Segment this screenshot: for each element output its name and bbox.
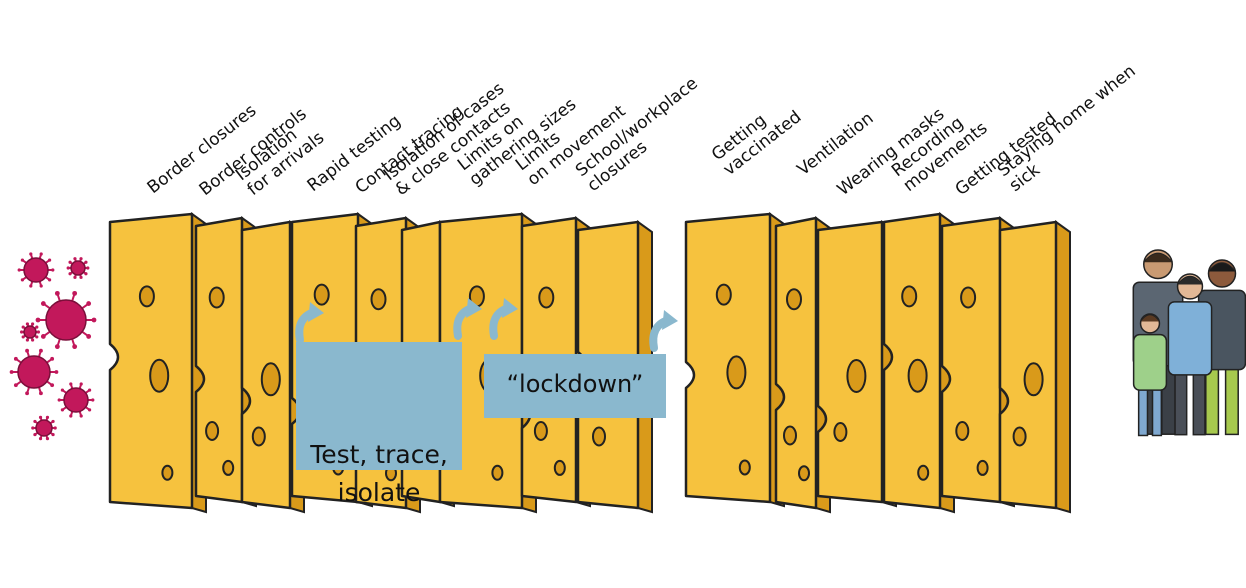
virus-icon bbox=[18, 252, 55, 287]
curved-arrow-icon bbox=[653, 310, 678, 348]
virus-cluster bbox=[10, 252, 97, 440]
callout-lockdown-text: “lockdown” bbox=[484, 367, 666, 401]
virus-icon bbox=[58, 382, 95, 417]
virus-icon bbox=[67, 257, 90, 279]
cheese-slice-1 bbox=[110, 214, 206, 512]
virus-icon bbox=[20, 322, 40, 341]
family-group-icon bbox=[1133, 250, 1245, 435]
callout-test-trace-isolate: Test, trace, isolate bbox=[296, 342, 462, 470]
cheese-slice-10 bbox=[686, 214, 784, 506]
diagram-artwork bbox=[0, 0, 1246, 522]
cheese-slice-15 bbox=[1000, 222, 1070, 512]
callout-test-trace-isolate-text: Test, trace, isolate bbox=[296, 436, 462, 512]
virus-icon bbox=[10, 349, 59, 395]
virus-icon bbox=[31, 416, 57, 441]
virus-icon bbox=[36, 291, 97, 349]
callout-lockdown: “lockdown” bbox=[484, 354, 666, 418]
